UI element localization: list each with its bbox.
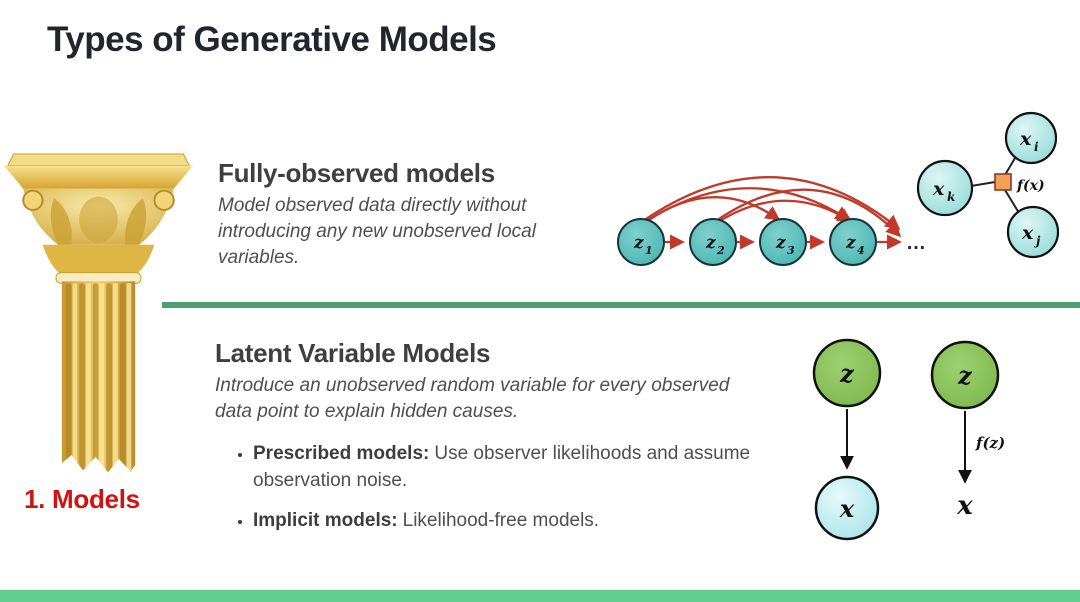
implicit-arrow-label: f(z) — [975, 434, 1005, 452]
factor-node-xj: x j — [1006, 205, 1060, 259]
factor-node-xk: x k — [916, 159, 974, 217]
bullet-text: Use observer likelihoods and assume obse… — [253, 443, 751, 492]
fully-observed-section: Fully-observed models Model observed dat… — [218, 158, 618, 272]
svg-text:z: z — [633, 233, 644, 253]
bullet-prescribed-models: Prescribed models:Use observer likelihoo… — [253, 441, 763, 495]
svg-text:x: x — [932, 178, 945, 200]
bullet-implicit-models: Implicit models:Likelihood-free models. — [253, 508, 763, 535]
chain-node-z3: z 3 — [759, 218, 807, 266]
svg-text:2: 2 — [716, 244, 725, 257]
svg-text:k: k — [947, 190, 955, 204]
svg-text:z: z — [839, 359, 855, 388]
chain-node-z4: z 4 — [829, 218, 877, 266]
bullet-term: Implicit models: — [253, 510, 398, 532]
prescribed-model-diagram: z x — [812, 338, 882, 541]
section-number-label: 1. Models — [24, 484, 140, 514]
svg-text:z: z — [775, 233, 786, 253]
factor-label: f(x) — [1016, 178, 1045, 194]
fully-observed-heading: Fully-observed models — [218, 158, 495, 188]
chain-node-z2: z 2 — [689, 218, 737, 266]
factor-graph-diagram: x k x i x j f(x) — [916, 111, 1060, 259]
chain-ellipsis: … — [906, 232, 926, 254]
bullet-text: Likelihood-free models. — [402, 510, 600, 532]
latent-description: Introduce an unobserved random variable … — [215, 375, 730, 423]
footer-accent-bar — [0, 590, 1080, 602]
bullet-term: Prescribed models: — [253, 443, 430, 465]
svg-text:4: 4 — [857, 244, 865, 257]
slide-title: Types of Generative Models — [47, 20, 497, 59]
factor-square — [994, 173, 1012, 191]
latent-section: Latent Variable Models Introduce an unob… — [215, 338, 775, 548]
svg-text:j: j — [1034, 234, 1041, 248]
svg-text:3: 3 — [787, 244, 795, 257]
implicit-model-diagram: z f(z) x — [930, 340, 1005, 521]
svg-text:x: x — [1021, 222, 1034, 244]
column-illustration — [3, 153, 194, 488]
svg-text:z: z — [705, 233, 716, 253]
latent-heading: Latent Variable Models — [215, 338, 491, 368]
svg-text:x: x — [839, 494, 855, 523]
fully-observed-description: Model observed data directly without int… — [218, 195, 536, 269]
svg-text:1: 1 — [645, 244, 653, 257]
autoregressive-chain-diagram: z 1 z 2 z 3 z 4 … — [617, 176, 926, 266]
chain-node-z1: z 1 — [617, 218, 665, 266]
section-divider — [162, 302, 1080, 308]
factor-node-xi: x i — [1004, 111, 1058, 165]
latent-variable-diagrams: z x z f(z) x — [812, 338, 1005, 541]
svg-text:x: x — [1019, 128, 1032, 150]
latent-bullet-list: Prescribed models:Use observer likelihoo… — [215, 441, 763, 535]
svg-text:i: i — [1034, 140, 1039, 154]
implicit-x-label: x — [956, 491, 973, 521]
svg-text:z: z — [845, 233, 856, 253]
svg-text:z: z — [957, 361, 973, 390]
